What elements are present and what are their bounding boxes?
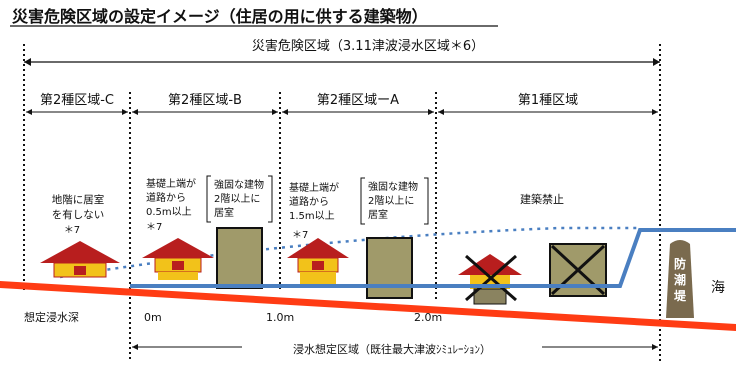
depth-mark-0: 0m	[144, 311, 162, 324]
zone-a-right-note-line3: 居室	[368, 208, 388, 221]
water-level-line	[130, 228, 736, 288]
ground-line	[0, 281, 736, 331]
zone-dividers	[23, 44, 661, 362]
zone-b-right-note-line2: 2階以上に	[214, 193, 260, 205]
overall-arrow-left-head	[24, 58, 31, 66]
bottom-zone-label: 浸水想定区域（既往最大津波ｼﾐｭﾚｰｼｮﾝ）	[293, 342, 491, 356]
zone-a-right-note-line2: 2階以上に	[368, 195, 414, 207]
zone-b-right-note-line1: 強固な建物	[214, 178, 264, 191]
bottom-label-backdrop	[242, 340, 542, 355]
seawall-label-char2: 潮	[674, 272, 686, 287]
seawall-label-char1: 防	[674, 256, 686, 271]
house-zone-b-icon	[142, 238, 214, 280]
overall-zone-label: 災害危険区域（3.11津波浸水区域＊6）	[252, 38, 484, 54]
zone-a-left-note-star: ＊7	[292, 230, 308, 241]
zone-b-left-note-line2: 道路から	[146, 191, 186, 204]
zone-a-bracket-right	[424, 177, 429, 225]
zone-a-left-note-line1: 基礎上端が	[289, 181, 339, 194]
zone-b-right-note-line3: 居室	[214, 206, 234, 219]
house-zone-a-icon	[287, 238, 349, 286]
sea-label: 海	[711, 280, 725, 296]
zone-c-label: 第2種区域-C	[40, 92, 114, 108]
zone-b-left-note-star: ＊7	[146, 222, 162, 233]
depth-mark-2: 2.0m	[414, 311, 442, 324]
house-zone-c-icon	[40, 241, 120, 278]
overall-arrow-right-head	[653, 58, 660, 66]
zone-b-left-note-line3: 0.5m以上	[146, 206, 192, 218]
zone-b-left-note-line1: 基礎上端が	[146, 177, 196, 190]
zone-a-right-note-line1: 強固な建物	[368, 180, 418, 193]
zone-c-note-star: ＊7	[64, 225, 80, 236]
prohibited-house-icon	[458, 254, 522, 305]
strong-building-b	[216, 227, 263, 289]
zone-b-bracket-right	[268, 175, 273, 223]
zone-a-label: 第2種区域ーA	[317, 92, 399, 108]
strong-building-a	[366, 237, 413, 299]
seawall-label-char3: 堤	[674, 288, 687, 303]
zone-c-note-line2: を有しない	[52, 208, 105, 221]
zone-arrow-heads	[26, 109, 658, 115]
zone-b-bracket-left	[206, 175, 211, 223]
depth-label: 想定浸水深	[24, 310, 79, 324]
zone-1-label: 第1種区域	[518, 92, 578, 108]
zone-b-label: 第2種区域-B	[168, 92, 242, 108]
zone-a-bracket-left	[360, 177, 365, 225]
zone-c-note-line1: 地階に居室	[52, 193, 105, 206]
depth-mark-1: 1.0m	[266, 311, 294, 324]
zone-a-left-note-line3: 1.5m以上	[289, 210, 335, 222]
zone-a-left-note-line2: 道路から	[289, 195, 329, 208]
diagram-title: 災害危険区域の設定イメージ（住居の用に供する建築物）	[12, 7, 428, 26]
zone-1-note: 建築禁止	[520, 192, 564, 206]
seawall-icon	[666, 240, 694, 318]
